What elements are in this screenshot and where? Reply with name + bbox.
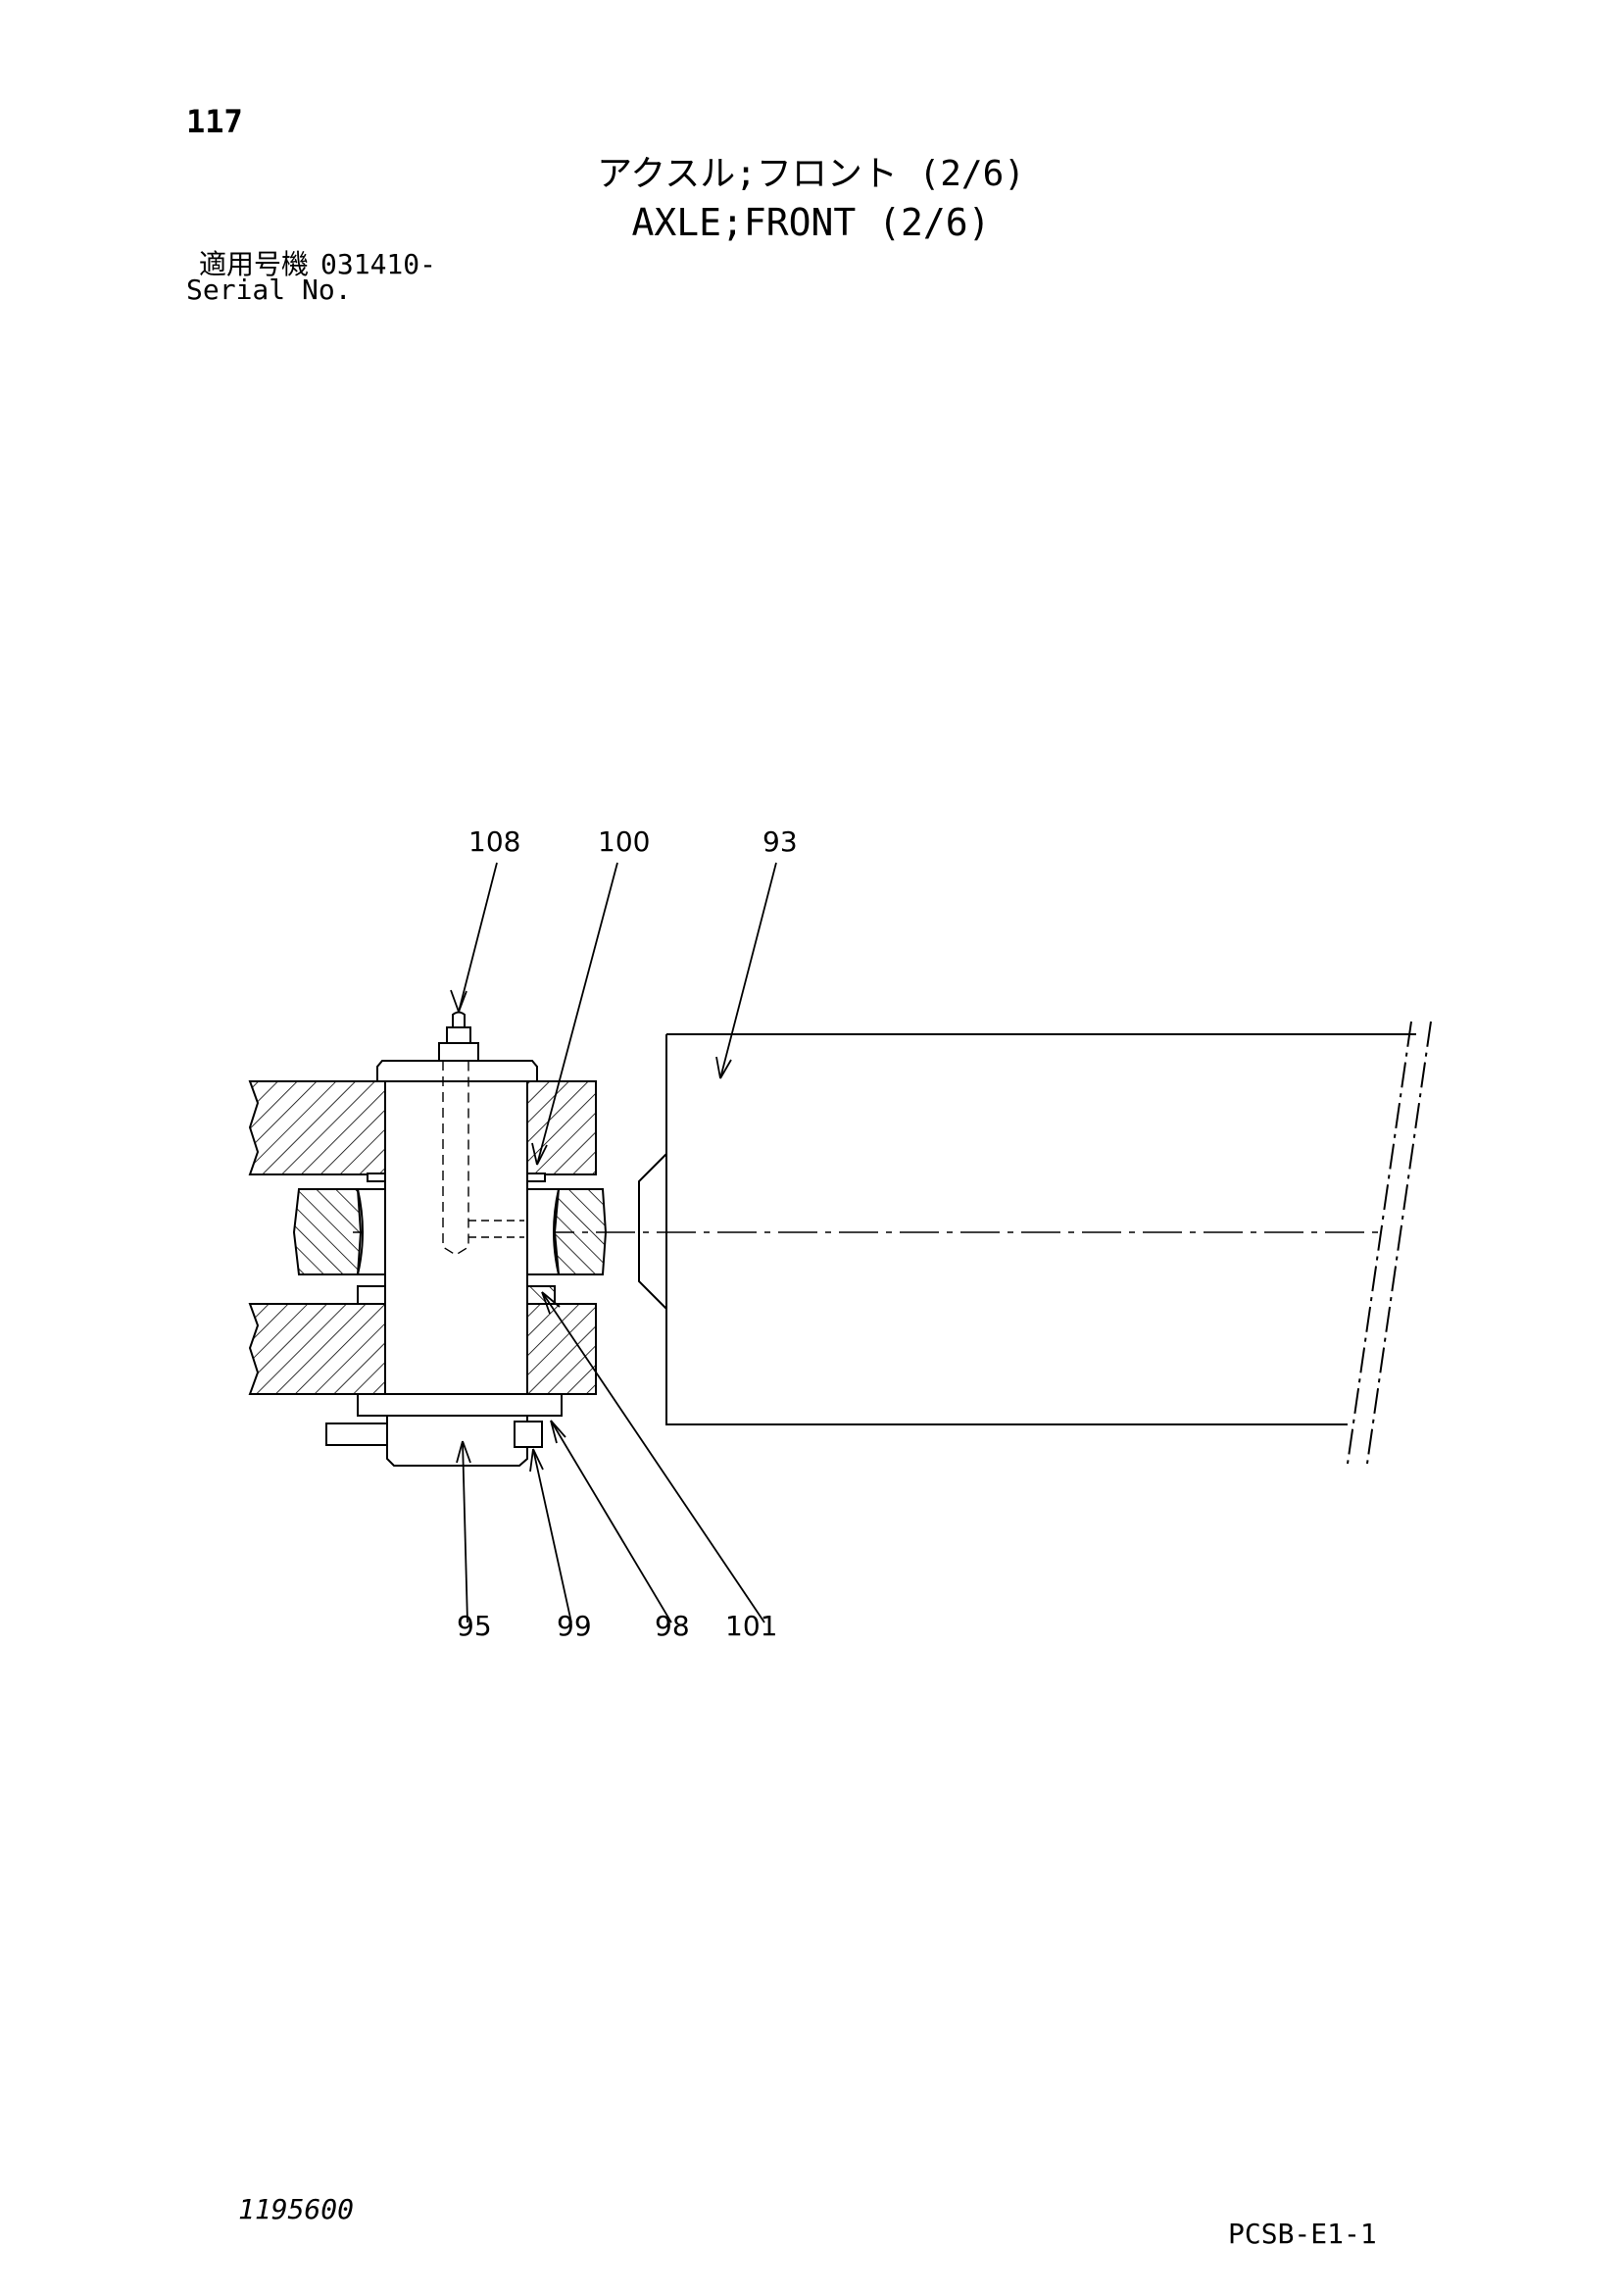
drawing-number: 1195600 — [238, 2193, 355, 2225]
callout-93: 93 — [762, 825, 798, 858]
bracket-blocks — [248, 1080, 608, 1395]
serial-label-japanese: 適用号機 — [199, 248, 310, 280]
pin-assembly — [325, 1011, 563, 1467]
callout-99: 99 — [557, 1610, 592, 1642]
callout-98: 98 — [655, 1610, 690, 1642]
title-english: AXLE;FRONT (2/6) — [631, 201, 991, 244]
callout-108: 108 — [468, 825, 520, 858]
page-code: PCSB-E1-1 — [1228, 2218, 1377, 2250]
page-number: 117 — [186, 103, 243, 140]
callout-95: 95 — [457, 1610, 492, 1642]
callout-100: 100 — [598, 825, 650, 858]
title-japanese: アクスル;フロント (2/6) — [597, 154, 1025, 194]
callout-101: 101 — [725, 1610, 777, 1642]
leader-lines — [450, 862, 777, 1623]
serial-label-english: Serial No. — [186, 274, 352, 306]
serial-value: 031410- — [320, 248, 437, 280]
